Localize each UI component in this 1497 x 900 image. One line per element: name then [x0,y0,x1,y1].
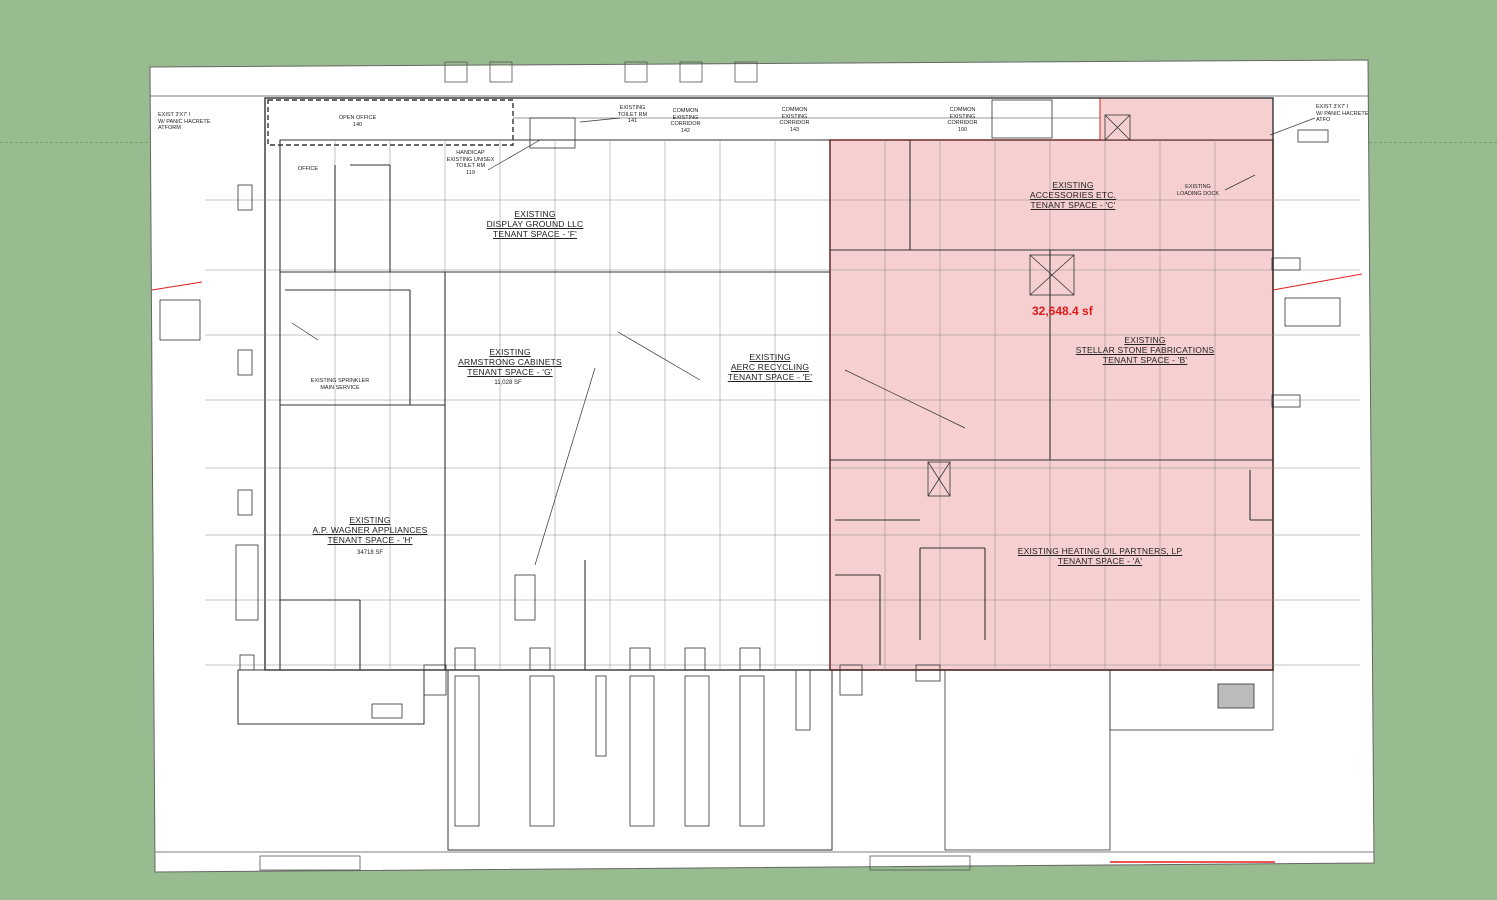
exist-left-line1: EXIST 3'X7' I [158,112,191,118]
toilet-line2: TOILET RM [617,111,648,118]
sprinkler-line2: MAIN SERVICE [320,384,360,391]
tenant-a-line2: TENANT SPACE - 'A' [1057,555,1143,566]
area-measurement-label: 32,648.4 sf [1032,304,1093,318]
handicap-line1: HANDICAP [456,150,485,156]
tenant-a-line1: EXISTING HEATING OIL PARTNERS, LP [1017,546,1183,556]
corridor143-line2: EXISTING [781,113,808,120]
highlighted-area [829,139,1274,671]
room-tag-loading-dock: EXISTING LOADING DOCK [1168,184,1228,197]
corridor100-line1: COMMON [949,107,976,113]
loading-dock-line2: LOADING DOCK [1176,190,1220,197]
room-tag-toilet: EXISTING TOILET RM 141 [605,105,660,125]
room-tag-sprinkler: EXISTING SPRINKLER MAIN SERVICE [305,378,375,391]
exist-right-line1: EXIST 3'X7' I [1316,104,1349,110]
tenant-label-h: EXISTING A.P. WAGNER APPLIANCES TENANT S… [290,515,450,545]
exist-left-line3: ATFORM [158,125,181,132]
room-tag-open-office: OPEN OFFICE 140 [325,115,390,128]
tenant-b-line3: TENANT SPACE - 'B' [1102,354,1188,365]
room-tag-handicap-toilet: HANDICAP EXISTING UNISEX TOILET RM 119 [438,150,503,176]
room-tag-corridor-143: COMMON EXISTING CORRIDOR 143 [767,107,822,133]
tenant-c-line1: EXISTING [1052,180,1094,190]
corridor100-number: 100 [957,126,968,133]
leader-lines [291,117,1316,566]
room-tag-office: OFFICE [297,166,319,172]
toilet-line1: EXISTING [619,105,646,111]
tenant-label-c: EXISTING ACCESSORIES ETC. TENANT SPACE -… [1008,180,1138,210]
tenant-f-line1: EXISTING [514,209,556,219]
tenant-label-f: EXISTING DISPLAY GROUND LLC TENANT SPACE… [470,209,600,239]
corridor143-number: 143 [789,126,800,133]
room-tag-corridor-142: COMMON EXISTING CORRIDOR 142 [658,108,713,134]
tenant-b-line2: STELLAR STONE FABRICATIONS [1075,344,1215,355]
tenant-f-line3: TENANT SPACE - 'F' [493,228,577,239]
tenant-e-line3: TENANT SPACE - 'E' [727,371,813,382]
open-office-number: 140 [352,121,363,128]
tenant-label-b: EXISTING STELLAR STONE FABRICATIONS TENA… [1050,335,1240,365]
highlighted-area-top [1099,97,1274,141]
tenant-e-line1: EXISTING [749,352,791,362]
corridor142-number: 142 [680,127,691,134]
tenant-h-area: 34718 SF [356,550,384,556]
corridor142-line1: COMMON [672,108,699,114]
partition-walls [279,140,1273,670]
tenant-h-line3: TENANT SPACE - 'H' [327,534,413,545]
exist-right-line2: W/ PANIC HACRETE [1316,110,1369,117]
exterior-doors [159,129,1341,671]
tenant-c-line3: TENANT SPACE - 'C' [1030,199,1116,210]
red-reference-line-right [1272,273,1363,291]
red-reference-line-left [151,281,203,291]
tenant-label-e: EXISTING AERC RECYCLING TENANT SPACE - '… [705,352,835,382]
note-exist-door-left: EXIST 3'X7' I W/ PANIC HACRETE ATFORM [158,112,233,132]
tenant-label-a: EXISTING HEATING OIL PARTNERS, LP TENANT… [995,546,1205,567]
tenant-label-g: EXISTING ARMSTRONG CABINETS TENANT SPACE… [445,347,575,377]
corridor100-line3: CORRIDOR [947,120,978,127]
exist-right-line3: ATFO [1316,117,1331,124]
tenant-h-line2: A.P. WAGNER APPLIANCES [312,524,428,535]
handicap-line3: TOILET RM [455,163,486,170]
handicap-number: 119 [466,169,475,176]
sheet-edges [150,61,1374,871]
tenant-g-line3: TENANT SPACE - 'G' [467,366,553,377]
handicap-line2: EXISTING UNISEX [446,156,495,163]
corridor142-line2: EXISTING [672,114,699,121]
tenant-c-line2: ACCESSORIES ETC. [1029,189,1117,200]
corridor143-line1: COMMON [781,107,808,113]
fixtures [235,99,1255,719]
sprinkler-line1: EXISTING SPRINKLER [310,378,370,384]
open-office-name: OPEN OFFICE [338,115,377,121]
exist-left-line2: W/ PANIC HACRETE [158,118,211,125]
loading-dock-line1: EXISTING [1185,184,1211,190]
tenant-g-area: 11,028 SF [494,380,522,386]
tenant-f-line2: DISPLAY GROUND LLC [486,218,584,229]
tenant-g-line1: EXISTING [489,347,531,357]
corridor143-line3: CORRIDOR [779,120,810,127]
toilet-number: 141 [627,118,638,125]
tenant-h-line1: EXISTING [349,515,391,525]
tenant-e-line2: AERC RECYCLING [730,361,810,372]
tenant-g-line2: ARMSTRONG CABINETS [458,356,562,367]
tenant-b-line1: EXISTING [1124,335,1166,345]
room-tag-corridor-100: COMMON EXISTING CORRIDOR 100 [935,107,990,133]
note-exist-door-right: EXIST 3'X7' I W/ PANIC HACRETE ATFO [1316,104,1369,124]
loading-docks [423,647,941,827]
corridor142-line3: CORRIDOR [670,121,701,128]
corridor100-line2: EXISTING [949,113,976,120]
